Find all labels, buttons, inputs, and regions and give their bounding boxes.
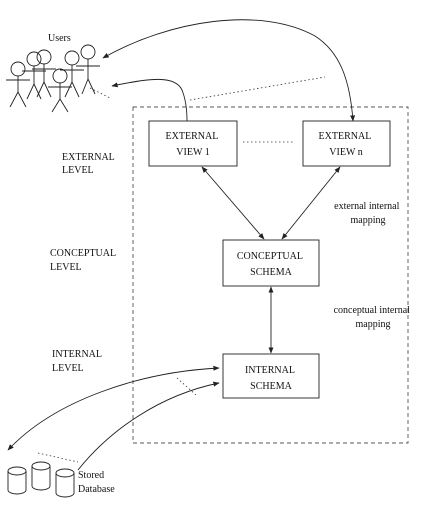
external-level-label: EXTERNAL LEVEL: [62, 152, 117, 176]
internal-level-label: INTERNAL LEVEL: [52, 349, 104, 374]
external-view-1-box: EXTERNAL VIEW 1: [148, 120, 238, 167]
svg-text:EXTERNAL VIEW n: EXTERNAL VIEW n: [319, 131, 374, 158]
external-view-n-subtitle: VIEW n: [329, 147, 362, 158]
internal-schema-subtitle: SCHEMA: [250, 381, 292, 392]
internal-schema-title: INTERNAL: [245, 365, 295, 376]
users-label: Users: [48, 33, 71, 44]
users-icon: [6, 44, 100, 113]
svg-text:INTERNAL SCHEMA: INTERNAL SCHEMA: [245, 365, 297, 392]
svg-text:EXTERNAL VIEW 1: EXTERNAL VIEW 1: [166, 131, 221, 158]
external-view-n-title: EXTERNAL: [319, 131, 372, 142]
external-view-1-title: EXTERNAL: [166, 131, 219, 142]
dbms-boundary: [132, 106, 409, 444]
conceptual-level-label: CONCEPTUAL LEVEL: [50, 248, 118, 273]
external-internal-mapping-label: external internal mapping: [334, 201, 402, 226]
users-dotted-link-long: [189, 76, 326, 101]
conceptual-internal-mapping-label: conceptual internal mapping: [334, 305, 413, 330]
conceptual-schema-box: CONCEPTUAL SCHEMA: [222, 239, 320, 287]
database-icon: [7, 461, 75, 498]
svg-text:CONCEPTUAL SCHEMA: CONCEPTUAL SCHEMA: [237, 251, 305, 278]
db-to-internal-arrow-outer: [7, 365, 220, 451]
db-dotted-link: [37, 452, 79, 463]
external-view-n-box: EXTERNAL VIEW n: [302, 120, 391, 167]
users-to-view-n-arrow: [102, 19, 356, 122]
db-to-internal-arrow-inner: [77, 381, 220, 471]
users-to-view-1-arrow: [111, 78, 188, 122]
stored-database-label: Stored Database: [78, 470, 115, 495]
view-1-to-conceptual-arrow: [201, 166, 265, 240]
conceptual-schema-subtitle: SCHEMA: [250, 267, 292, 278]
internal-schema-box: INTERNAL SCHEMA: [222, 353, 320, 399]
external-view-1-subtitle: VIEW 1: [176, 147, 209, 158]
view-n-to-conceptual-arrow: [281, 166, 341, 240]
conceptual-schema-title: CONCEPTUAL: [237, 251, 303, 262]
